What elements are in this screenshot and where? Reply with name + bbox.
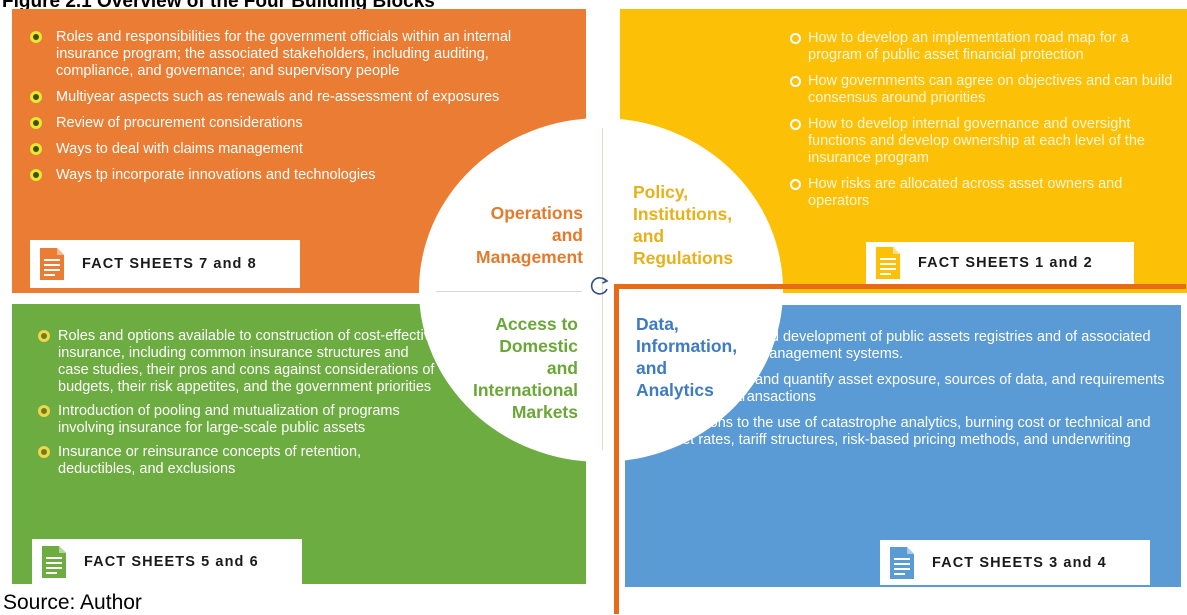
bullet-icon: [38, 330, 50, 342]
fact-sheets-label: FACT SHEETS 7 and 8: [82, 256, 257, 272]
bullet-icon: [38, 446, 50, 458]
operations-label: Operations and Management: [476, 203, 583, 267]
bullet-icon: [30, 31, 42, 43]
fact-sheets-3-4: FACT SHEETS 3 and 4: [880, 540, 1150, 585]
document-icon: [876, 247, 900, 279]
bullet-icon: [790, 76, 801, 87]
policy-label: Policy, Institutions, and Regulations: [633, 182, 734, 268]
list-item: Insurance or reinsurance concepts of ret…: [38, 444, 440, 478]
list-item: Ways to deal with claims management: [30, 141, 560, 158]
document-icon: [40, 248, 64, 280]
center-horizontal-divider: [436, 291, 582, 292]
bullet-icon: [30, 91, 42, 103]
bullet-icon: [790, 119, 801, 130]
fact-sheets-1-2: FACT SHEETS 1 and 2: [866, 242, 1134, 284]
center-circle: [419, 118, 783, 462]
bullet-icon: [30, 169, 42, 181]
source-note: Source: Author: [3, 591, 142, 614]
fact-sheets-5-6: FACT SHEETS 5 and 6: [32, 539, 302, 584]
list-item: Roles and responsibilities for the gover…: [30, 29, 560, 80]
list-item: Roles and options available to construct…: [38, 328, 440, 396]
data-label: Data, Information, and Analytics: [636, 314, 738, 400]
bullet-icon: [30, 117, 42, 129]
bullet-icon: [30, 143, 42, 155]
cycle-arrow-icon: [590, 277, 609, 295]
list-item: How to develop internal governance and o…: [786, 116, 1186, 167]
fact-sheets-label: FACT SHEETS 3 and 4: [932, 554, 1107, 571]
list-item: Ways tp incorporate innovations and tech…: [30, 167, 560, 184]
list-item: How risks are allocated across asset own…: [786, 176, 1186, 210]
document-icon: [890, 546, 914, 579]
highlight-frame: [614, 284, 1186, 614]
list-item: Introduction of pooling and mutualizatio…: [38, 403, 440, 437]
bullet-icon: [38, 405, 50, 417]
fact-sheets-7-8: FACT SHEETS 7 and 8: [30, 240, 300, 288]
list-item: Multiyear aspects such as renewals and r…: [30, 89, 560, 106]
operations-list: Roles and responsibilities for the gover…: [30, 29, 560, 193]
access-list: Roles and options available to construct…: [38, 328, 440, 485]
document-icon: [42, 545, 66, 578]
access-label: Access to Domestic and International Mar…: [472, 314, 578, 422]
list-item: Review of procurement considerations: [30, 115, 560, 132]
fact-sheets-label: FACT SHEETS 5 and 6: [84, 553, 259, 570]
center-vertical-divider: [602, 128, 603, 450]
list-item: How to develop an implementation road ma…: [786, 30, 1186, 64]
bullet-icon: [790, 179, 801, 190]
list-item: How governments can agree on objectives …: [786, 73, 1186, 107]
policy-list: How to develop an implementation road ma…: [786, 30, 1186, 219]
list-item: Introductions to the use of catastrophe …: [635, 415, 1165, 449]
fact-sheets-label: FACT SHEETS 1 and 2: [918, 255, 1093, 271]
bullet-icon: [790, 33, 801, 44]
